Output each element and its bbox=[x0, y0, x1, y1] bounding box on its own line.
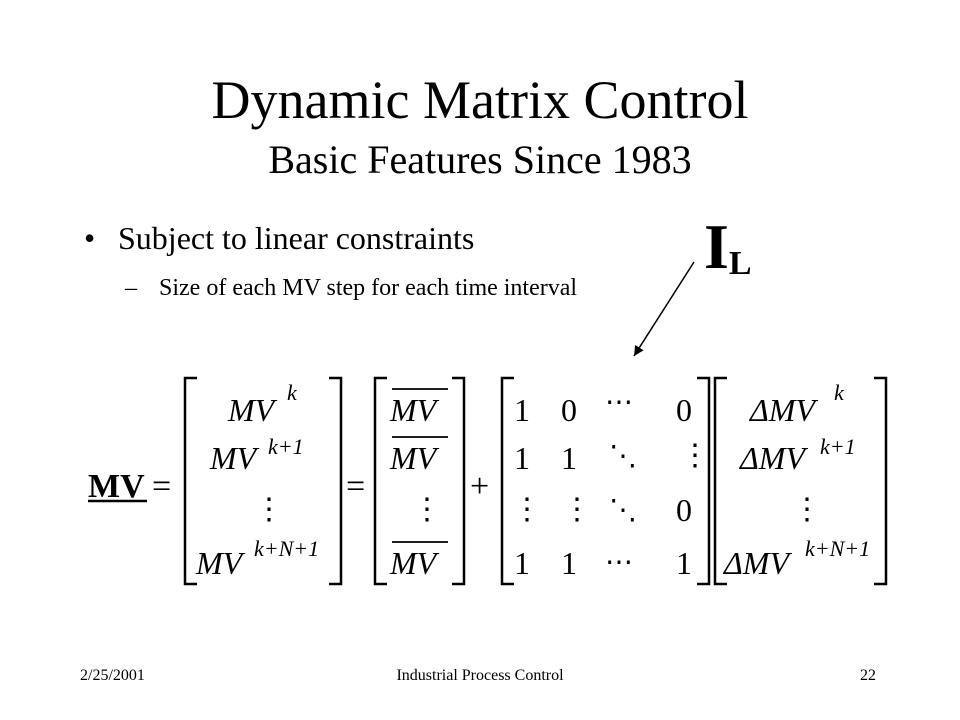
bar-vector-left-bracket bbox=[373, 376, 387, 586]
il-matrix-cell: ⋮ bbox=[562, 493, 592, 526]
delta-vector-superscript: k bbox=[834, 380, 845, 405]
mv-vector-entry: MV bbox=[209, 440, 260, 476]
mv-vector-superscript: k+1 bbox=[268, 434, 304, 459]
plus-sign: + bbox=[470, 468, 489, 505]
il-matrix-cell: 1 bbox=[561, 440, 577, 476]
mv-vector-entry: MV bbox=[227, 392, 278, 428]
il-matrix-cell: 1 bbox=[561, 545, 577, 581]
il-matrix-cell: ⋮ bbox=[680, 439, 710, 472]
sub-bullet-item: –Size of each MV step for each time inte… bbox=[125, 272, 579, 304]
bullet-dot: • bbox=[84, 220, 96, 256]
il-matrix-right-bracket bbox=[697, 376, 711, 586]
bullet-text: Subject to linear constraints bbox=[118, 220, 475, 256]
il-matrix-cell: 0 bbox=[676, 492, 692, 528]
il-matrix-cell: ⋮ bbox=[512, 493, 542, 526]
delta-vector-entry: ΔMV bbox=[722, 545, 792, 581]
delta-vector-entry: ΔMV bbox=[738, 440, 808, 476]
mv-vector-entry: ⋮ bbox=[254, 493, 284, 526]
lhs-mv: MV bbox=[88, 468, 145, 505]
il-matrix-cell: 1 bbox=[676, 545, 692, 581]
page-number: 22 bbox=[860, 667, 876, 684]
mv-vector-left-bracket bbox=[183, 376, 197, 586]
delta-vector-right-bracket bbox=[874, 376, 888, 586]
il-matrix-cell: 0 bbox=[561, 392, 577, 428]
bar-vector-entry: MV bbox=[389, 545, 440, 581]
slide-subtitle: Basic Features Since 1983 bbox=[268, 137, 692, 182]
mv-vector-right-bracket bbox=[329, 376, 343, 586]
bar-vector-entry: ⋮ bbox=[412, 493, 442, 526]
bar-vector-right-bracket bbox=[452, 376, 466, 586]
mv-vector-superscript: k+N+1 bbox=[254, 536, 319, 561]
mv-vector-superscript: k bbox=[287, 380, 298, 405]
bullet-item: • Subject to linear constraints bbox=[84, 218, 474, 258]
il-matrix-cell: 0 bbox=[676, 392, 692, 428]
delta-vector-superscript: k+N+1 bbox=[805, 536, 870, 561]
il-matrix-cell: 1 bbox=[514, 440, 530, 476]
delta-vector-entry: ΔMV bbox=[748, 392, 818, 428]
footer-title: Industrial Process Control bbox=[396, 667, 564, 684]
il-matrix-cell: 1 bbox=[514, 545, 530, 581]
il-matrix-cell: 1 bbox=[514, 392, 530, 428]
sub-bullet-dash: – bbox=[125, 275, 137, 301]
il-callout-label: IL bbox=[704, 212, 752, 299]
mv-vector-entry: MV bbox=[195, 545, 246, 581]
delta-vector-entry: ⋮ bbox=[792, 493, 822, 526]
il-matrix-cell: ⋯ bbox=[605, 547, 633, 578]
delta-vector-superscript: k+1 bbox=[820, 434, 856, 459]
equals-sign-2: = bbox=[346, 468, 365, 505]
il-matrix-left-bracket bbox=[500, 376, 514, 586]
sub-bullet-text: Size of each MV step for each time inter… bbox=[159, 275, 578, 301]
il-matrix-cell: ⋱ bbox=[609, 495, 637, 526]
il-matrix-cell: ⋱ bbox=[609, 441, 637, 472]
il-matrix-cell: ⋯ bbox=[605, 387, 633, 418]
bar-vector-entry: MV bbox=[389, 440, 440, 476]
bar-vector-entry: MV bbox=[389, 392, 440, 428]
equals-sign-1: = bbox=[152, 468, 171, 505]
delta-vector-left-bracket bbox=[713, 376, 727, 586]
il-base: I bbox=[704, 211, 729, 282]
footer-date: 2/25/2001 bbox=[80, 667, 145, 684]
il-subscript: L bbox=[728, 245, 752, 282]
slide-title: Dynamic Matrix Control bbox=[211, 70, 749, 130]
callout-arrow bbox=[633, 261, 695, 357]
